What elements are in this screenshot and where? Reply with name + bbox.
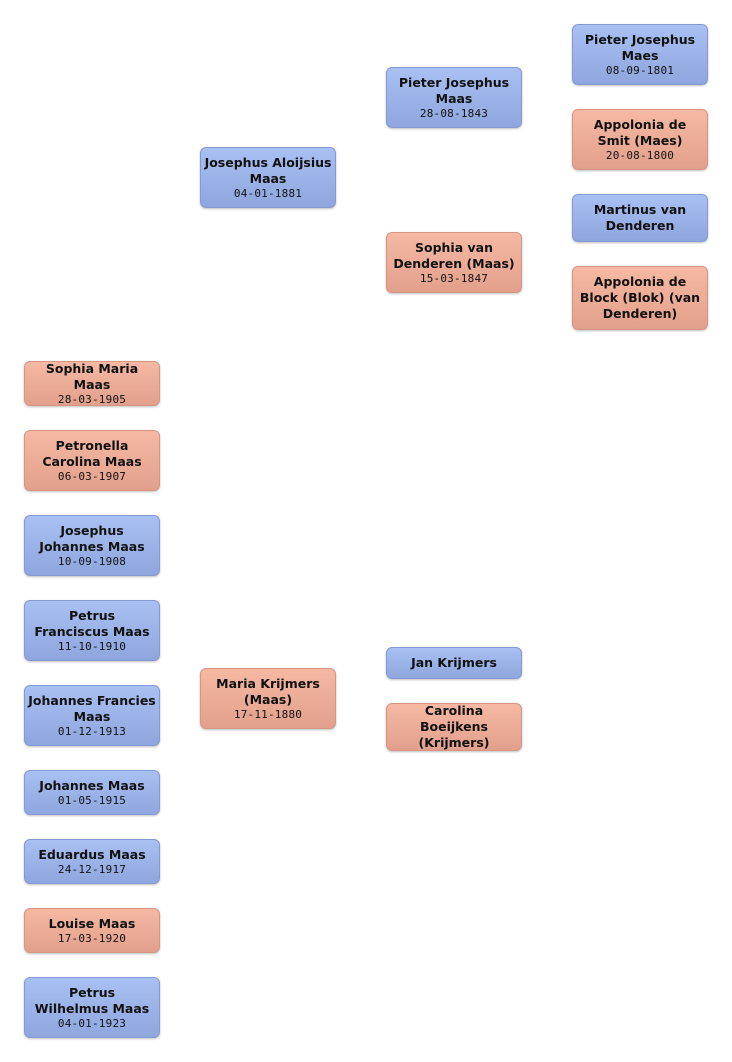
person-name: Sophia Maria Maas xyxy=(45,361,139,392)
person-name: Louise Maas xyxy=(48,916,136,931)
person-maria-krijmers[interactable]: Maria Krijmers (Maas) 17-11-1880 xyxy=(200,668,336,729)
person-date: 10-09-1908 xyxy=(57,555,127,568)
person-pieter-josephus-maas[interactable]: Pieter Josephus Maas 28-08-1843 xyxy=(386,67,522,128)
person-name: Petrus Wilhelmus Maas xyxy=(34,985,150,1016)
person-date: 04-01-1923 xyxy=(57,1017,127,1030)
person-johannes-francies-maas[interactable]: Johannes Francies Maas 01-12-1913 xyxy=(24,685,160,746)
person-josephus-johannes-maas[interactable]: Josephus Johannes Maas 10-09-1908 xyxy=(24,515,160,576)
person-date: 20-08-1800 xyxy=(605,149,675,162)
person-eduardus-maas[interactable]: Eduardus Maas 24-12-1917 xyxy=(24,839,160,884)
person-date: 04-01-1881 xyxy=(233,187,303,200)
person-carolina-boeijkens[interactable]: Carolina Boeijkens (Krijmers) xyxy=(386,703,522,751)
person-name: Jan Krijmers xyxy=(411,655,497,670)
person-name: Eduardus Maas xyxy=(38,847,146,862)
person-name: Josephus Johannes Maas xyxy=(39,523,145,554)
person-petronella-carolina-maas[interactable]: Petronella Carolina Maas 06-03-1907 xyxy=(24,430,160,491)
person-date: 28-03-1905 xyxy=(57,393,127,406)
person-appolonia-de-block[interactable]: Appolonia de Block (Blok) (van Denderen) xyxy=(572,266,708,330)
person-martinus-van-denderen[interactable]: Martinus van Denderen xyxy=(572,194,708,242)
person-pieter-josephus-maes[interactable]: Pieter Josephus Maes 08-09-1801 xyxy=(572,24,708,85)
person-date: 06-03-1907 xyxy=(57,470,127,483)
person-petrus-wilhelmus-maas[interactable]: Petrus Wilhelmus Maas 04-01-1923 xyxy=(24,977,160,1038)
person-louise-maas[interactable]: Louise Maas 17-03-1920 xyxy=(24,908,160,953)
person-date: 01-05-1915 xyxy=(57,794,127,807)
person-name: Petrus Franciscus Maas xyxy=(34,608,150,639)
person-date: 01-12-1913 xyxy=(57,725,127,738)
person-date: 28-08-1843 xyxy=(419,107,489,120)
person-date: 17-11-1880 xyxy=(233,708,303,721)
person-date: 11-10-1910 xyxy=(57,640,127,653)
person-jan-krijmers[interactable]: Jan Krijmers xyxy=(386,647,522,679)
person-name: Josephus Aloijsius Maas xyxy=(204,155,332,186)
person-josephus-aloijsius-maas[interactable]: Josephus Aloijsius Maas 04-01-1881 xyxy=(200,147,336,208)
person-date: 08-09-1801 xyxy=(605,64,675,77)
person-name: Appolonia de Block (Blok) (van Denderen) xyxy=(579,274,701,321)
person-name: Sophia van Denderen (Maas) xyxy=(393,240,515,271)
person-name: Maria Krijmers (Maas) xyxy=(216,676,320,707)
person-name: Petronella Carolina Maas xyxy=(42,438,142,469)
person-johannes-maas[interactable]: Johannes Maas 01-05-1915 xyxy=(24,770,160,815)
person-name: Pieter Josephus Maes xyxy=(584,32,696,63)
person-date: 17-03-1920 xyxy=(57,932,127,945)
person-date: 15-03-1847 xyxy=(419,272,489,285)
person-petrus-franciscus-maas[interactable]: Petrus Franciscus Maas 11-10-1910 xyxy=(24,600,160,661)
person-name: Pieter Josephus Maas xyxy=(398,75,510,106)
person-name: Johannes Maas xyxy=(39,778,145,793)
person-sophia-van-denderen[interactable]: Sophia van Denderen (Maas) 15-03-1847 xyxy=(386,232,522,293)
person-sophia-maria-maas[interactable]: Sophia Maria Maas 28-03-1905 xyxy=(24,361,160,406)
person-name: Appolonia de Smit (Maes) xyxy=(593,117,687,148)
person-name: Martinus van Denderen xyxy=(593,202,687,233)
person-name: Carolina Boeijkens (Krijmers) xyxy=(418,703,490,750)
person-name: Johannes Francies Maas xyxy=(28,693,156,724)
person-date: 24-12-1917 xyxy=(57,863,127,876)
person-appolonia-de-smit[interactable]: Appolonia de Smit (Maes) 20-08-1800 xyxy=(572,109,708,170)
